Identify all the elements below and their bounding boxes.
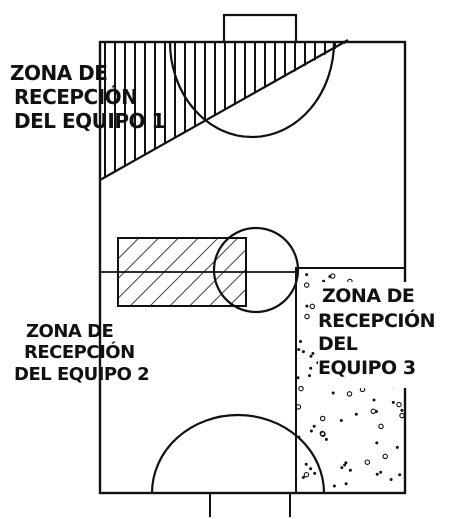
zone-3-dot xyxy=(343,463,347,467)
zone-3-dot xyxy=(311,352,315,355)
zone-3-dot xyxy=(303,471,310,478)
zone-3-dot xyxy=(395,445,399,449)
zone-3-dot xyxy=(398,473,402,477)
zone-3-dot xyxy=(313,471,317,475)
zone-3-dot xyxy=(348,468,352,472)
label-team-1-line-1: ZONA DE xyxy=(10,61,107,85)
zone-3-dot xyxy=(354,412,358,416)
zone-3-dot xyxy=(299,340,302,343)
zone-3-dot xyxy=(396,401,402,408)
bottom-arc xyxy=(150,413,326,494)
zone-3-dot xyxy=(305,273,309,277)
zone-3-dot xyxy=(312,424,316,428)
zone-3-dot xyxy=(364,459,371,465)
label-team-3-line-2: RECEPCIÓN xyxy=(318,308,435,332)
label-team-2: ZONA DE RECEPCIÓN DEL EQUIPO 2 xyxy=(14,321,150,385)
top-goal xyxy=(222,13,298,42)
zone-3-dot xyxy=(344,482,348,486)
label-team-1-line-2: RECEPCIÓN xyxy=(14,85,137,109)
zone-3-dot xyxy=(308,374,311,378)
zone-3-dot xyxy=(296,404,302,410)
zone-3-dot xyxy=(297,348,301,351)
zone-3-dot xyxy=(375,441,379,445)
zone-3-dot xyxy=(309,303,316,310)
zone-3-dot xyxy=(400,408,404,412)
zone-3-dot xyxy=(389,478,393,481)
zone-3-dot xyxy=(391,400,395,404)
zone-3-dot xyxy=(296,376,300,380)
zone-3-dot xyxy=(340,466,344,470)
zone-3-dot xyxy=(344,461,348,465)
zone-3-dot xyxy=(301,476,305,479)
label-team-3-line-4: EQUIPO 3 xyxy=(318,357,416,379)
zone-3-dot xyxy=(319,415,326,422)
label-team-3: ZONA DE RECEPCIÓN DEL EQUIPO 3 xyxy=(318,282,436,388)
zone-3-dot xyxy=(382,453,388,460)
court-outline xyxy=(98,40,407,495)
zone-3-dot xyxy=(309,354,313,358)
zone-3-dot xyxy=(372,398,376,402)
zone-3-dot xyxy=(304,462,308,466)
label-team-2-line-1: ZONA DE xyxy=(26,321,113,342)
zone-3-dot xyxy=(298,385,304,392)
zone-3-dot xyxy=(305,304,309,308)
label-team-1: ZONA DE RECEPCIÓN DEL EQUIPO 1 xyxy=(10,61,165,133)
zone-3-dot xyxy=(324,437,328,441)
label-team-2-line-2: RECEPCIÓN xyxy=(24,341,135,363)
zone-3-dot xyxy=(331,391,335,395)
zone-3-dot xyxy=(303,282,310,288)
center-circle xyxy=(212,226,300,314)
label-team-1-line-3: DEL EQUIPO 1 xyxy=(14,109,165,133)
zone-3-dot xyxy=(309,429,313,433)
zone-3-dot xyxy=(309,467,313,471)
zone-3-dot xyxy=(332,484,336,488)
zone-3-dot xyxy=(375,472,379,476)
label-team-2-line-3: DEL EQUIPO 2 xyxy=(14,364,149,385)
top-arc xyxy=(168,41,336,139)
zone-3-dot xyxy=(346,391,353,397)
zone-3-dot xyxy=(309,366,313,370)
label-team-3-line-1: ZONA DE xyxy=(322,285,414,307)
zone-3-dot xyxy=(301,350,305,354)
zone-3-dot xyxy=(378,423,384,430)
zone-3-dot xyxy=(319,430,326,437)
zone-3-dot xyxy=(370,408,377,415)
zone-1-boundary xyxy=(99,39,349,181)
zone-3-dot xyxy=(329,273,336,279)
zone-3-dot xyxy=(304,313,310,320)
label-team-3-line-3: DEL xyxy=(318,333,358,355)
zone-3-dot xyxy=(339,419,343,422)
zone-3-dot xyxy=(379,470,383,474)
